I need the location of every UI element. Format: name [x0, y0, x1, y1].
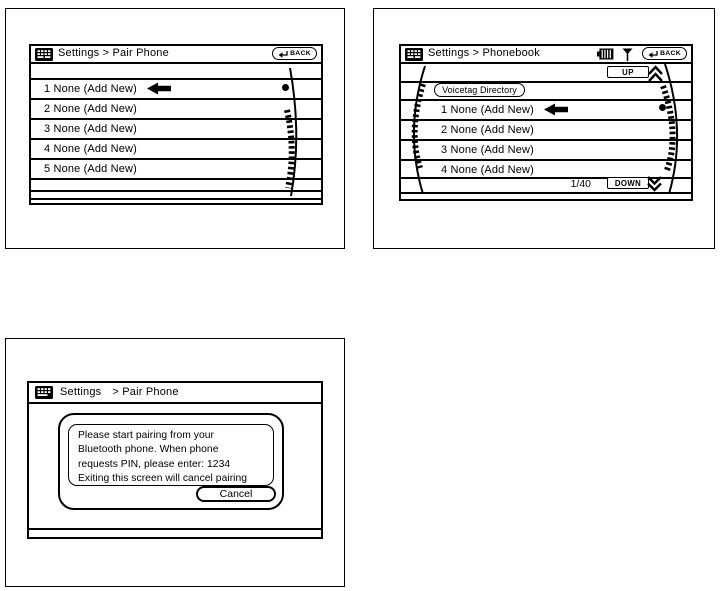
figure-frame-phonebook: Settings > Phonebook BACK	[373, 8, 715, 249]
message-line: Bluetooth phone. When phone	[78, 444, 219, 456]
selected-row-dot	[282, 84, 289, 91]
screen-title: Settings > Pair Phone	[58, 47, 169, 59]
list-item-label: 2 None (Add New)	[44, 102, 137, 115]
back-arrow-icon	[278, 50, 288, 58]
list-item-label: 4 None (Add New)	[44, 142, 137, 155]
back-label: BACK	[660, 50, 681, 57]
battery-level-icon	[597, 48, 614, 60]
row-divider	[31, 198, 321, 200]
list-item-label: 3 None (Add New)	[441, 143, 534, 156]
screen-title: Settings > Phonebook	[428, 47, 540, 59]
list-item-label: 4 None (Add New)	[441, 163, 534, 176]
row-divider	[401, 176, 691, 179]
row-divider	[31, 97, 321, 100]
pairing-dialog: Please start pairing from your Bluetooth…	[58, 413, 284, 510]
row-divider	[401, 80, 691, 83]
list-item[interactable]: 2 None (Add New)	[401, 121, 691, 139]
screen-title-part2: > Pair Phone	[112, 386, 179, 398]
row-divider	[31, 157, 321, 160]
voicetag-directory-button[interactable]: Voicetag Directory	[434, 82, 525, 97]
title-bar: Settings > Phonebook BACK	[401, 46, 691, 64]
cancel-label: Cancel	[219, 488, 253, 500]
selection-cursor-arrow-icon	[543, 103, 568, 116]
selection-cursor-arrow-icon	[146, 82, 171, 95]
list-item[interactable]: 3 None (Add New)	[401, 141, 691, 159]
list-item[interactable]: 3 None (Add New)	[31, 120, 321, 138]
back-button[interactable]: BACK	[642, 47, 687, 60]
message-line: Please start pairing from your	[78, 430, 214, 441]
list-item[interactable]: 4 None (Add New)	[401, 161, 691, 179]
row-divider	[401, 138, 691, 141]
list-item[interactable]: 1 None (Add New)	[401, 101, 691, 119]
pair-phone-list-screen: Settings > Pair Phone BACK 1 None (Add N…	[29, 44, 323, 205]
row-divider	[31, 137, 321, 140]
row-divider	[401, 158, 691, 161]
pair-phone-dialog-screen: Settings > Pair Phone Please start pairin…	[27, 381, 323, 539]
row-divider	[401, 191, 691, 194]
row-divider	[31, 117, 321, 120]
row-divider	[31, 177, 321, 180]
row-divider	[31, 77, 321, 80]
message-line: Exiting this screen will cancel pairing	[78, 472, 248, 484]
figure-frame-pair-phone-list: Settings > Pair Phone BACK 1 None (Add N…	[5, 8, 345, 249]
row-divider	[31, 190, 321, 192]
row-divider	[401, 98, 691, 101]
title-bar: Settings > Pair Phone BACK	[31, 46, 321, 64]
list-item[interactable]: 4 None (Add New)	[31, 140, 321, 158]
down-button[interactable]: DOWN	[607, 177, 649, 189]
message-line: requests PIN, please enter: 1234	[78, 458, 231, 470]
row-divider	[401, 118, 691, 121]
signal-antenna-icon	[622, 48, 633, 61]
cancel-button[interactable]: Cancel	[196, 486, 276, 502]
list-item-label: 2 None (Add New)	[441, 123, 534, 136]
keypad-icon	[405, 47, 423, 61]
back-label: BACK	[290, 50, 311, 57]
screen-title: Settings > Pair Phone	[60, 386, 179, 398]
list-item-label: 3 None (Add New)	[44, 122, 137, 135]
screen-title-part1: Settings	[60, 386, 102, 398]
bottom-divider	[29, 528, 321, 530]
page-indicator: 1/40	[570, 177, 591, 190]
up-label: UP	[622, 67, 634, 77]
keypad-icon	[35, 47, 53, 61]
phonebook-screen: Settings > Phonebook BACK	[399, 44, 693, 201]
pairing-message-box: Please start pairing from your Bluetooth…	[68, 424, 274, 486]
list-item[interactable]: 1 None (Add New)	[31, 80, 321, 98]
down-label: DOWN	[614, 178, 642, 188]
list-item[interactable]: 2 None (Add New)	[31, 100, 321, 118]
list-item[interactable]: 5 None (Add New)	[31, 160, 321, 178]
list-item-label: 5 None (Add New)	[44, 162, 137, 175]
back-arrow-icon	[648, 50, 658, 58]
double-chevron-down-icon	[647, 176, 662, 192]
title-bar: Settings > Pair Phone	[29, 383, 321, 404]
keypad-icon	[35, 386, 53, 399]
double-chevron-up-icon	[648, 65, 663, 82]
list-item-label: 1 None (Add New)	[44, 82, 137, 95]
list-item-label: 1 None (Add New)	[441, 103, 534, 116]
back-button[interactable]: BACK	[272, 47, 317, 60]
up-button[interactable]: UP	[607, 66, 649, 78]
figure-frame-pairing-dialog: Settings > Pair Phone Please start pairin…	[5, 338, 345, 587]
voicetag-label: Voicetag Directory	[442, 84, 517, 95]
selected-row-dot	[659, 104, 666, 111]
